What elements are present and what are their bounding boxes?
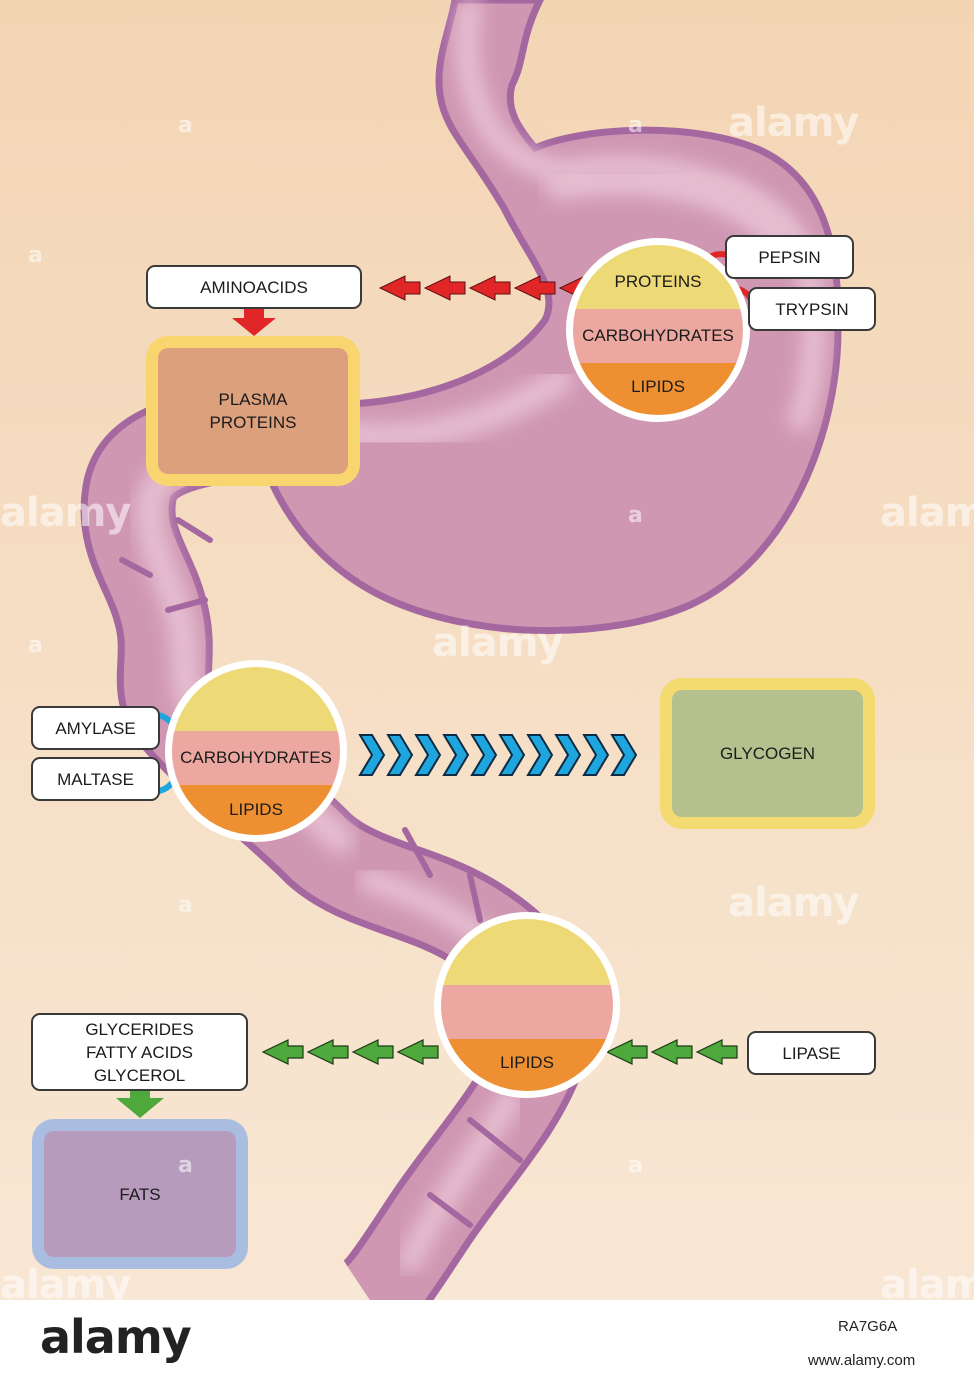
stomach-nutrient-circle: PROTEINS CARBOHYDRATES LIPIDS — [566, 238, 750, 422]
carbohydrate-band: CARBOHYDRATES — [573, 309, 743, 363]
watermark: alamy — [432, 620, 563, 666]
brand-logo: alamy — [40, 1310, 192, 1364]
pepsin-label: PEPSIN — [725, 235, 854, 279]
image-code: RA7G6A — [838, 1318, 898, 1335]
lipid-band: LIPIDS — [441, 1039, 613, 1091]
aminoacids-label: AMINOACIDS — [146, 265, 362, 309]
lipid-band-label: LIPIDS — [229, 800, 283, 819]
trypsin-label: TRYPSIN — [748, 287, 876, 331]
glycogen-box: GLYCOGEN — [660, 678, 875, 829]
protein-band — [441, 919, 613, 985]
stomach — [251, 0, 842, 635]
watermark-mark: a — [628, 503, 643, 528]
intestine-nutrient-circle: CARBOHYDRATES LIPIDS — [165, 660, 347, 842]
amylase-label: AMYLASE — [31, 706, 160, 750]
fats-label: FATS — [44, 1131, 236, 1257]
watermark-mark: a — [28, 633, 43, 658]
carbohydrate-band — [441, 985, 613, 1039]
carbohydrate-band-label: CARBOHYDRATES — [180, 748, 332, 767]
lipid-band-label: LIPIDS — [631, 377, 685, 396]
lipid-band: LIPIDS — [172, 785, 340, 835]
carbohydrate-band: CARBOHYDRATES — [172, 731, 340, 785]
stock-footer: alamy RA7G6A www.alamy.com — [0, 1300, 974, 1390]
watermark: alamy — [728, 880, 859, 926]
protein-band — [172, 667, 340, 731]
plasma-proteins-label: PLASMA PROTEINS — [158, 348, 348, 474]
lipid-flow-arrows-left — [261, 1039, 439, 1065]
lipid-band: LIPIDS — [573, 363, 743, 415]
plasma-proteins-box: PLASMA PROTEINS — [146, 336, 360, 486]
fats-box: FATS — [32, 1119, 248, 1269]
watermark: alamy — [0, 490, 131, 536]
watermark-mark: a — [178, 1153, 193, 1178]
source-url: www.alamy.com — [808, 1352, 916, 1369]
watermark-mark: a — [178, 113, 193, 138]
lipase-label: LIPASE — [747, 1031, 876, 1075]
aminoacids-down-arrow — [232, 308, 276, 336]
watermark-mark: a — [628, 1153, 643, 1178]
glycerides-down-arrow — [116, 1090, 164, 1118]
watermark-mark: a — [628, 113, 643, 138]
lipid-band-label: LIPIDS — [500, 1053, 554, 1072]
watermark: alamy — [728, 100, 859, 146]
watermark-mark: a — [178, 893, 193, 918]
glycogen-label: GLYCOGEN — [672, 690, 863, 817]
watermark: alamy — [880, 490, 974, 536]
maltase-label: MALTASE — [31, 757, 160, 801]
glycerides-fatty-acids-glycerol-label: GLYCERIDES FATTY ACIDS GLYCEROL — [31, 1013, 248, 1091]
watermark-mark: a — [28, 243, 43, 268]
carbohydrate-band-label: CARBOHYDRATES — [582, 326, 734, 345]
carbohydrate-flow-arrows — [358, 734, 638, 776]
protein-band: PROTEINS — [573, 245, 743, 309]
lower-intestine-nutrient-circle: LIPIDS — [434, 912, 620, 1098]
protein-band-label: PROTEINS — [614, 272, 702, 291]
lipid-flow-arrows-right — [605, 1039, 738, 1065]
